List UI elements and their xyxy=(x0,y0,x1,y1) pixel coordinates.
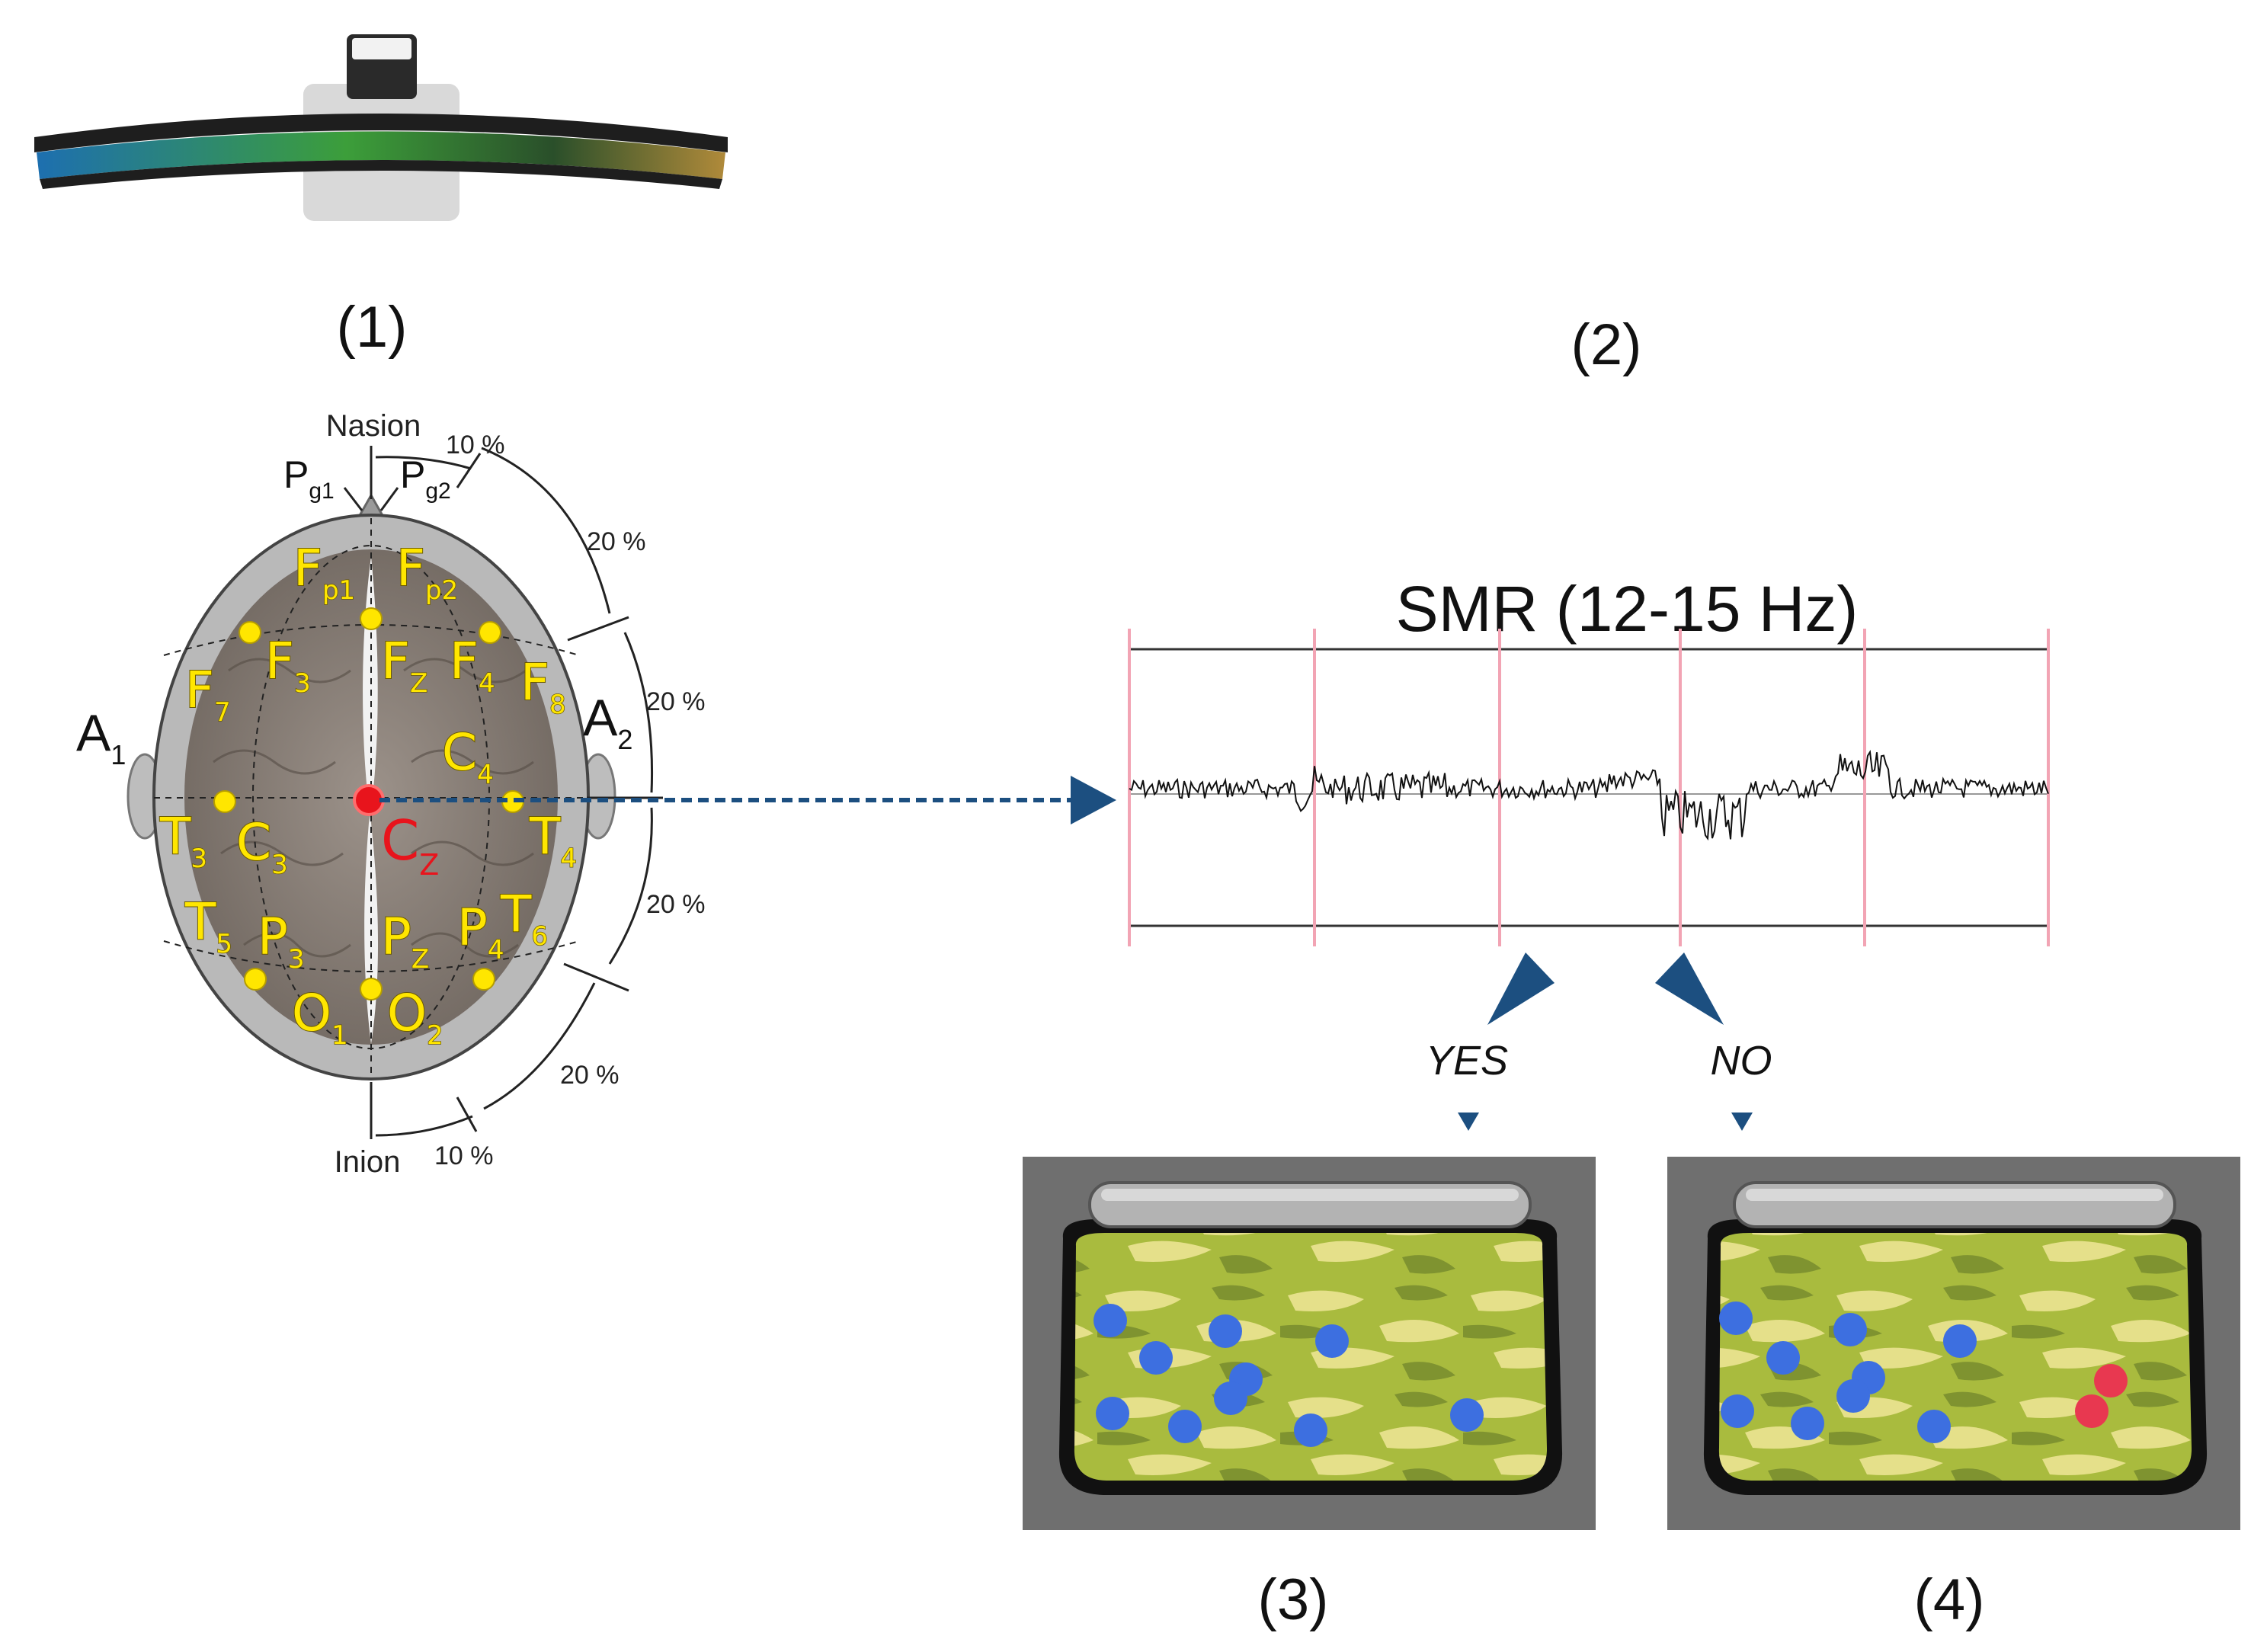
electrode-labels: Fp1 Fp2 F7 F3 FZ F4 F8 T3 C3 CZ C4 T4 T5… xyxy=(158,538,578,1052)
ball-blue xyxy=(1791,1407,1824,1440)
electrode-label-f7: F7 xyxy=(185,661,231,728)
cz-to-signal-arrow xyxy=(379,776,1116,824)
pct-label-mid-upper: 20 % xyxy=(646,687,706,716)
electrode-dot-cz xyxy=(353,784,385,816)
electrode-label-p4: P4 xyxy=(457,898,504,965)
ball-blue xyxy=(1096,1397,1129,1430)
electrode-label-fp2: Fp2 xyxy=(396,539,458,606)
electrode-label-fz: FZ xyxy=(381,632,427,699)
no-pointer-icon xyxy=(1731,1113,1753,1131)
electrode-label-t6: T6 xyxy=(500,885,548,952)
electrode-dot-f3 xyxy=(239,621,261,644)
electrode-label-p3: P3 xyxy=(258,908,304,975)
electrode-label-fp1: Fp1 xyxy=(293,539,355,606)
ball-blue xyxy=(1766,1341,1800,1375)
electrode-dot-fp1 xyxy=(360,607,383,630)
no-arrow xyxy=(1655,952,1724,1025)
electrode-label-c3: C3 xyxy=(236,813,288,880)
electrode-label-t4: T4 xyxy=(529,807,577,874)
jar-panel-3 xyxy=(1023,1157,1596,1530)
ball-blue xyxy=(1139,1341,1173,1375)
panel-label-4: (4) xyxy=(1914,1567,1985,1632)
balls-jar-3 xyxy=(1093,1304,1484,1447)
ball-blue xyxy=(1209,1314,1242,1348)
electrode-label-o2: O2 xyxy=(387,984,443,1051)
pg2-label: Pg2 xyxy=(400,453,451,504)
smr-signal-panel: SMR (12-15 Hz) xyxy=(1128,573,2050,946)
electrode-dot-o1 xyxy=(360,978,383,1000)
electrode-label-o1: O1 xyxy=(292,984,348,1051)
electrode-label-f3: F3 xyxy=(265,632,311,699)
electrode-dot-f4 xyxy=(479,621,501,644)
electrode-label-f8: F8 xyxy=(520,653,566,720)
panel-label-3: (3) xyxy=(1258,1567,1329,1632)
ball-blue xyxy=(1450,1398,1484,1432)
monitor-icon xyxy=(34,34,728,221)
electrode-label-f4: F4 xyxy=(450,632,495,699)
electrode-dot-t3 xyxy=(213,790,236,813)
ball-blue xyxy=(1214,1381,1247,1415)
pct-label-mid-lower: 20 % xyxy=(646,890,706,919)
electrode-label-t3: T3 xyxy=(159,807,207,874)
electrode-map: Nasion Inion 10 % 20 % 20 % 20 % 20 % 10… xyxy=(76,409,706,1179)
ball-blue xyxy=(1943,1324,1977,1358)
electrode-dot-t5 xyxy=(244,968,267,991)
eeg-trace xyxy=(1129,750,2049,841)
ball-blue xyxy=(1719,1301,1753,1335)
ball-blue xyxy=(1917,1410,1951,1443)
ear-label-a1: A1 xyxy=(76,704,126,770)
yes-label: YES xyxy=(1426,1038,1508,1084)
electrode-dot-t6 xyxy=(472,968,495,991)
ball-red xyxy=(2094,1364,2128,1397)
electrode-label-cz: CZ xyxy=(381,808,439,882)
electrode-label-t5: T5 xyxy=(184,892,232,959)
ball-blue xyxy=(1721,1394,1754,1428)
panel-label-1: (1) xyxy=(337,295,408,360)
ball-blue xyxy=(1833,1313,1867,1346)
pg1-label: Pg1 xyxy=(283,453,335,504)
ball-blue xyxy=(1836,1379,1870,1413)
electrode-label-pz: PZ xyxy=(381,908,429,975)
yes-arrow xyxy=(1487,952,1555,1025)
panel-label-2: (2) xyxy=(1571,312,1642,377)
jar-panel-4 xyxy=(1667,1157,2240,1530)
decision-arrows: YES NO xyxy=(1426,952,1772,1131)
yes-pointer-icon xyxy=(1458,1113,1479,1131)
pct-label-bottom: 10 % xyxy=(434,1141,494,1170)
balls-jar-4 xyxy=(1719,1301,2128,1443)
ball-blue xyxy=(1093,1304,1127,1337)
pct-label-upper-right: 20 % xyxy=(587,527,646,556)
ball-blue xyxy=(1168,1410,1202,1443)
pct-label-lower-right: 20 % xyxy=(560,1061,620,1090)
signal-title: SMR (12-15 Hz) xyxy=(1396,573,1859,645)
pct-label-top: 10 % xyxy=(446,431,505,459)
nasion-label: Nasion xyxy=(326,409,421,443)
signal-grid xyxy=(1128,629,2050,946)
no-label: NO xyxy=(1711,1038,1772,1084)
electrode-label-c4: C4 xyxy=(442,723,494,790)
inion-label: Inion xyxy=(335,1145,401,1179)
electrode-dots xyxy=(213,607,524,1000)
ball-blue xyxy=(1294,1413,1327,1447)
ball-red xyxy=(2075,1394,2109,1428)
ball-blue xyxy=(1315,1324,1349,1358)
ear-label-a2: A2 xyxy=(583,689,632,755)
